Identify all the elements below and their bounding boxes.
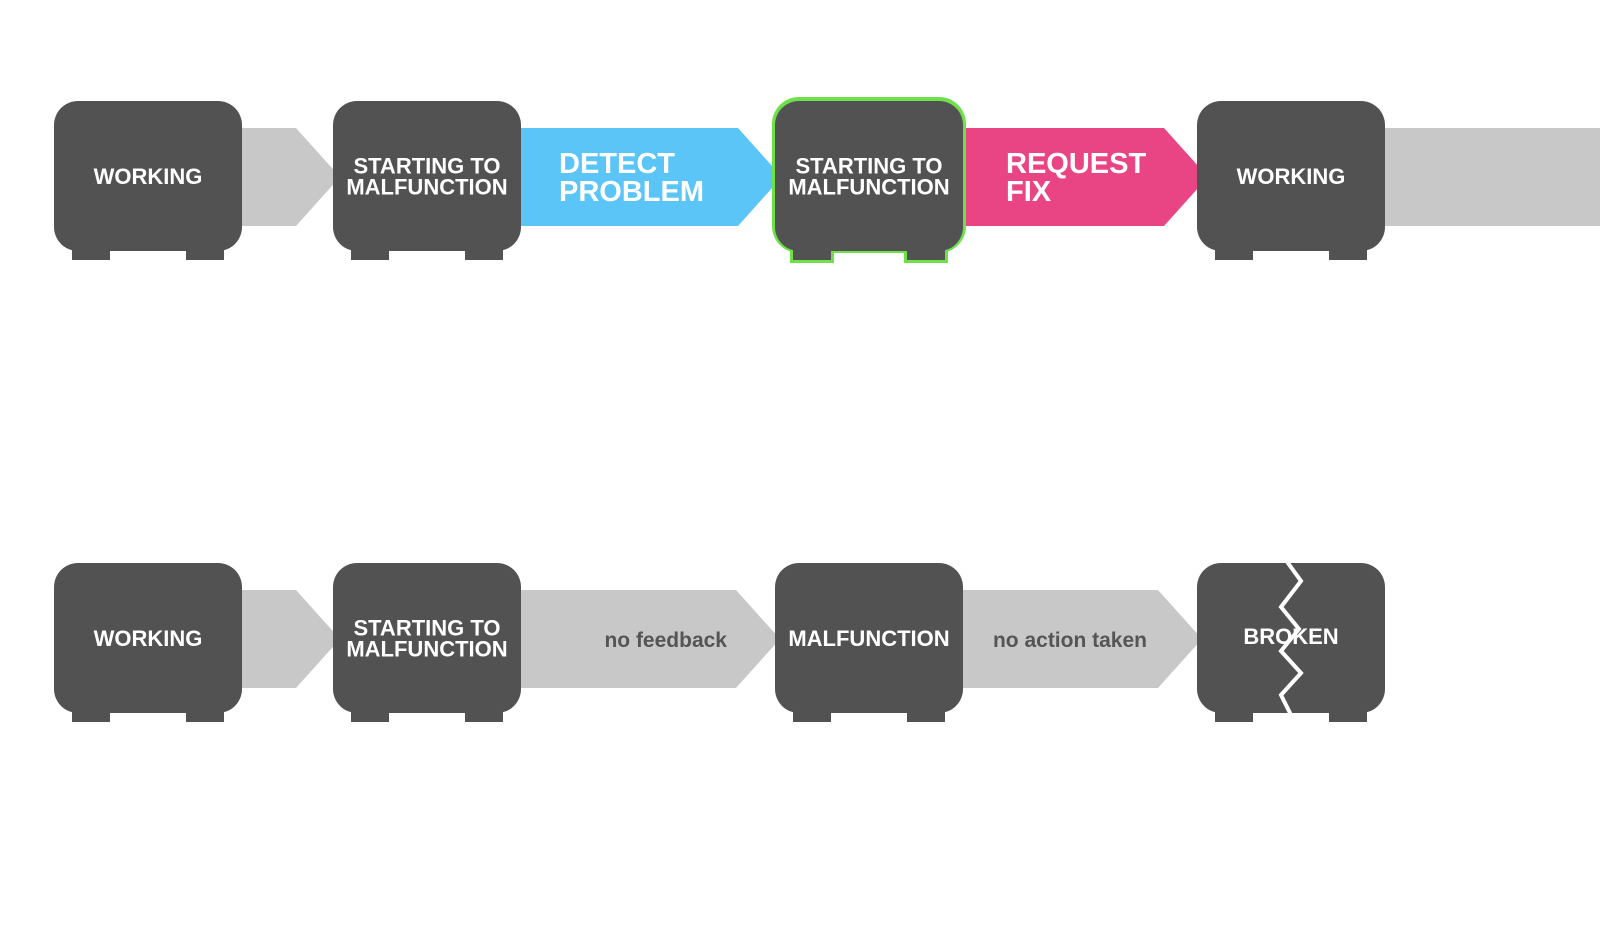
- device-node: WORKING: [54, 563, 242, 722]
- device-icon: [333, 101, 521, 251]
- connector-arrow: [242, 128, 340, 226]
- arrow-label: DETECT: [559, 148, 675, 180]
- node-label: STARTING TO: [795, 154, 942, 179]
- device-node: MALFUNCTION: [775, 563, 963, 722]
- device-icon: [775, 563, 963, 713]
- arrow-label: REQUEST: [1006, 148, 1146, 180]
- device-icon: [1197, 101, 1385, 251]
- connector-arrow: [521, 590, 780, 688]
- arrow-label: no action taken: [993, 629, 1147, 652]
- crack-icon: [1278, 557, 1304, 724]
- node-label: WORKING: [94, 626, 203, 651]
- node-label: STARTING TO: [353, 154, 500, 179]
- device-icon: [54, 101, 242, 251]
- node-label: MALFUNCTION: [788, 175, 949, 200]
- connector-arrow: [963, 590, 1202, 688]
- arrow-label: PROBLEM: [559, 176, 704, 208]
- device-icon: [333, 563, 521, 713]
- node-label: MALFUNCTION: [346, 175, 507, 200]
- row-no-feedback-flow: no feedback no action taken WORKING STARTIN…: [54, 557, 1385, 724]
- connector-arrow: [1385, 128, 1600, 226]
- device-icon: [54, 563, 242, 713]
- node-label: MALFUNCTION: [346, 637, 507, 662]
- device-node: WORKING: [1197, 101, 1385, 260]
- connector-arrow: [242, 590, 340, 688]
- arrow-label: no feedback: [604, 629, 727, 652]
- arrow-label: FIX: [1006, 176, 1052, 208]
- broken-device-node: BROKEN: [1197, 557, 1385, 724]
- node-label: STARTING TO: [353, 616, 500, 641]
- node-label: WORKING: [1237, 164, 1346, 189]
- device-icon: [775, 101, 963, 251]
- request-fix-arrow: [963, 128, 1208, 226]
- device-node: WORKING: [54, 101, 242, 260]
- detect-problem-arrow: [521, 128, 782, 226]
- node-label: WORKING: [94, 164, 203, 189]
- node-label: MALFUNCTION: [788, 626, 949, 651]
